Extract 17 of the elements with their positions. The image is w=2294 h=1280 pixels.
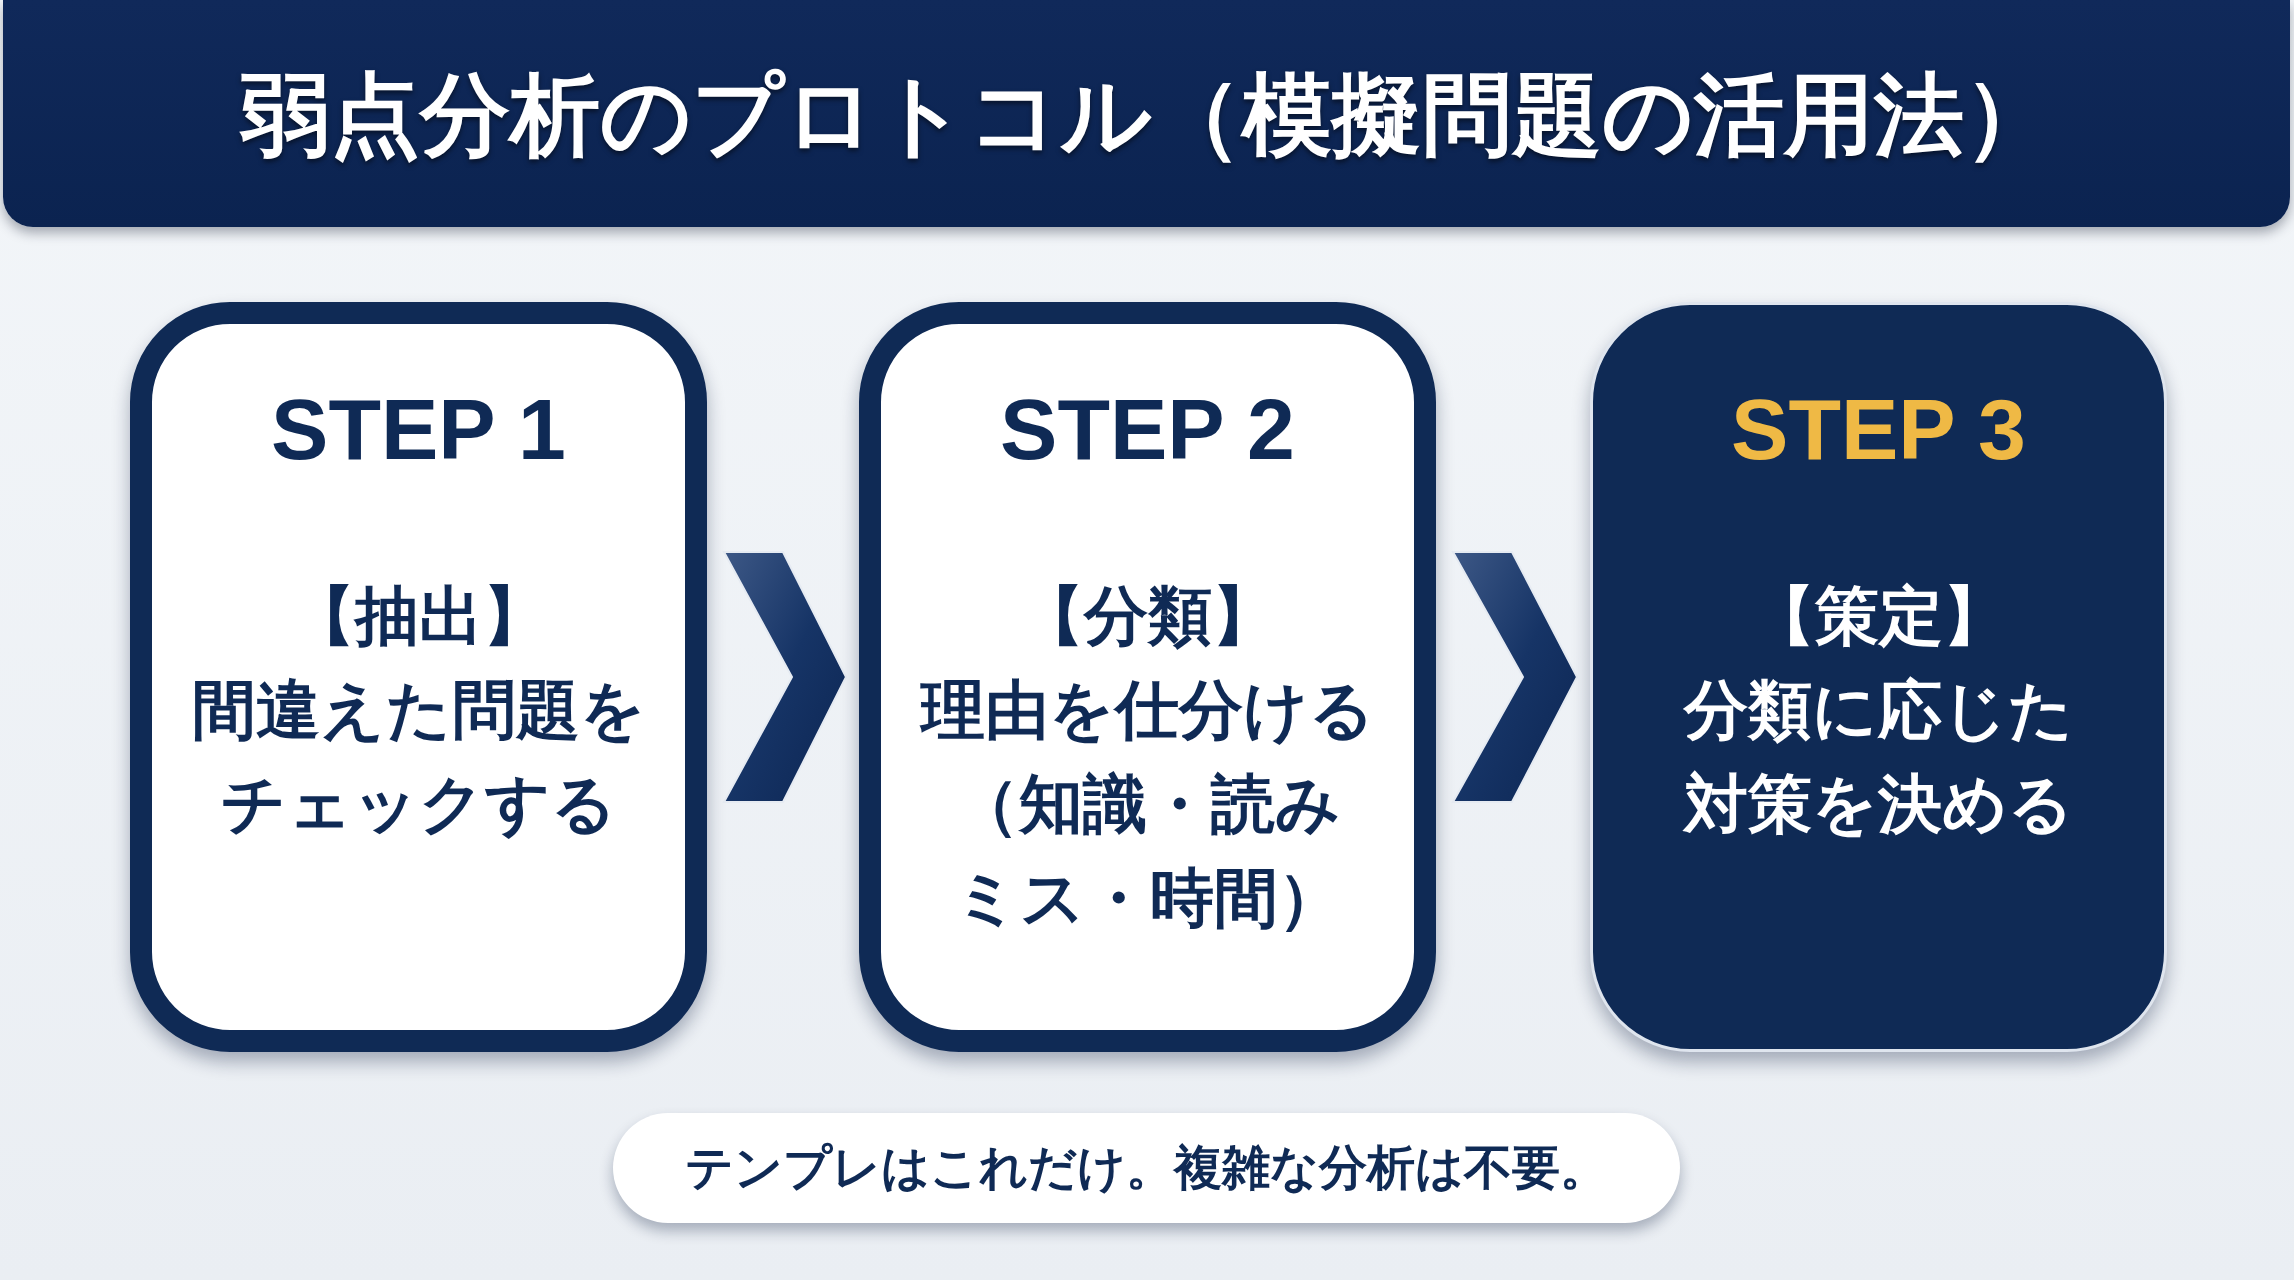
step-description: 間違えた問題をチェックする [190,673,647,842]
step-description: （知識・読みミス・時間） [952,767,1343,936]
step-heading: STEP 3 [1731,380,2026,479]
step-description: 分類に応じた対策を決める [1681,673,2075,842]
note-pill: テンプレはこれだけ。複雑な分析は不要。 [613,1113,1680,1223]
chevron-arrow [1451,551,1579,803]
step-label: 【策定】 [1750,579,2007,654]
step-card [130,302,707,1052]
step-label: 【分類】 [1019,579,1276,654]
step-heading: STEP 2 [1000,380,1295,479]
step-card [859,302,1436,1052]
title: 弱点分析のプロトコル（模擬問題の活用法） [239,68,2054,162]
chevron-arrow [722,551,848,803]
step-label: 【抽出】 [290,579,547,654]
step-heading: STEP 1 [271,380,566,479]
step-card [1590,302,2167,1052]
step-description: 理由を仕分ける [920,673,1375,748]
